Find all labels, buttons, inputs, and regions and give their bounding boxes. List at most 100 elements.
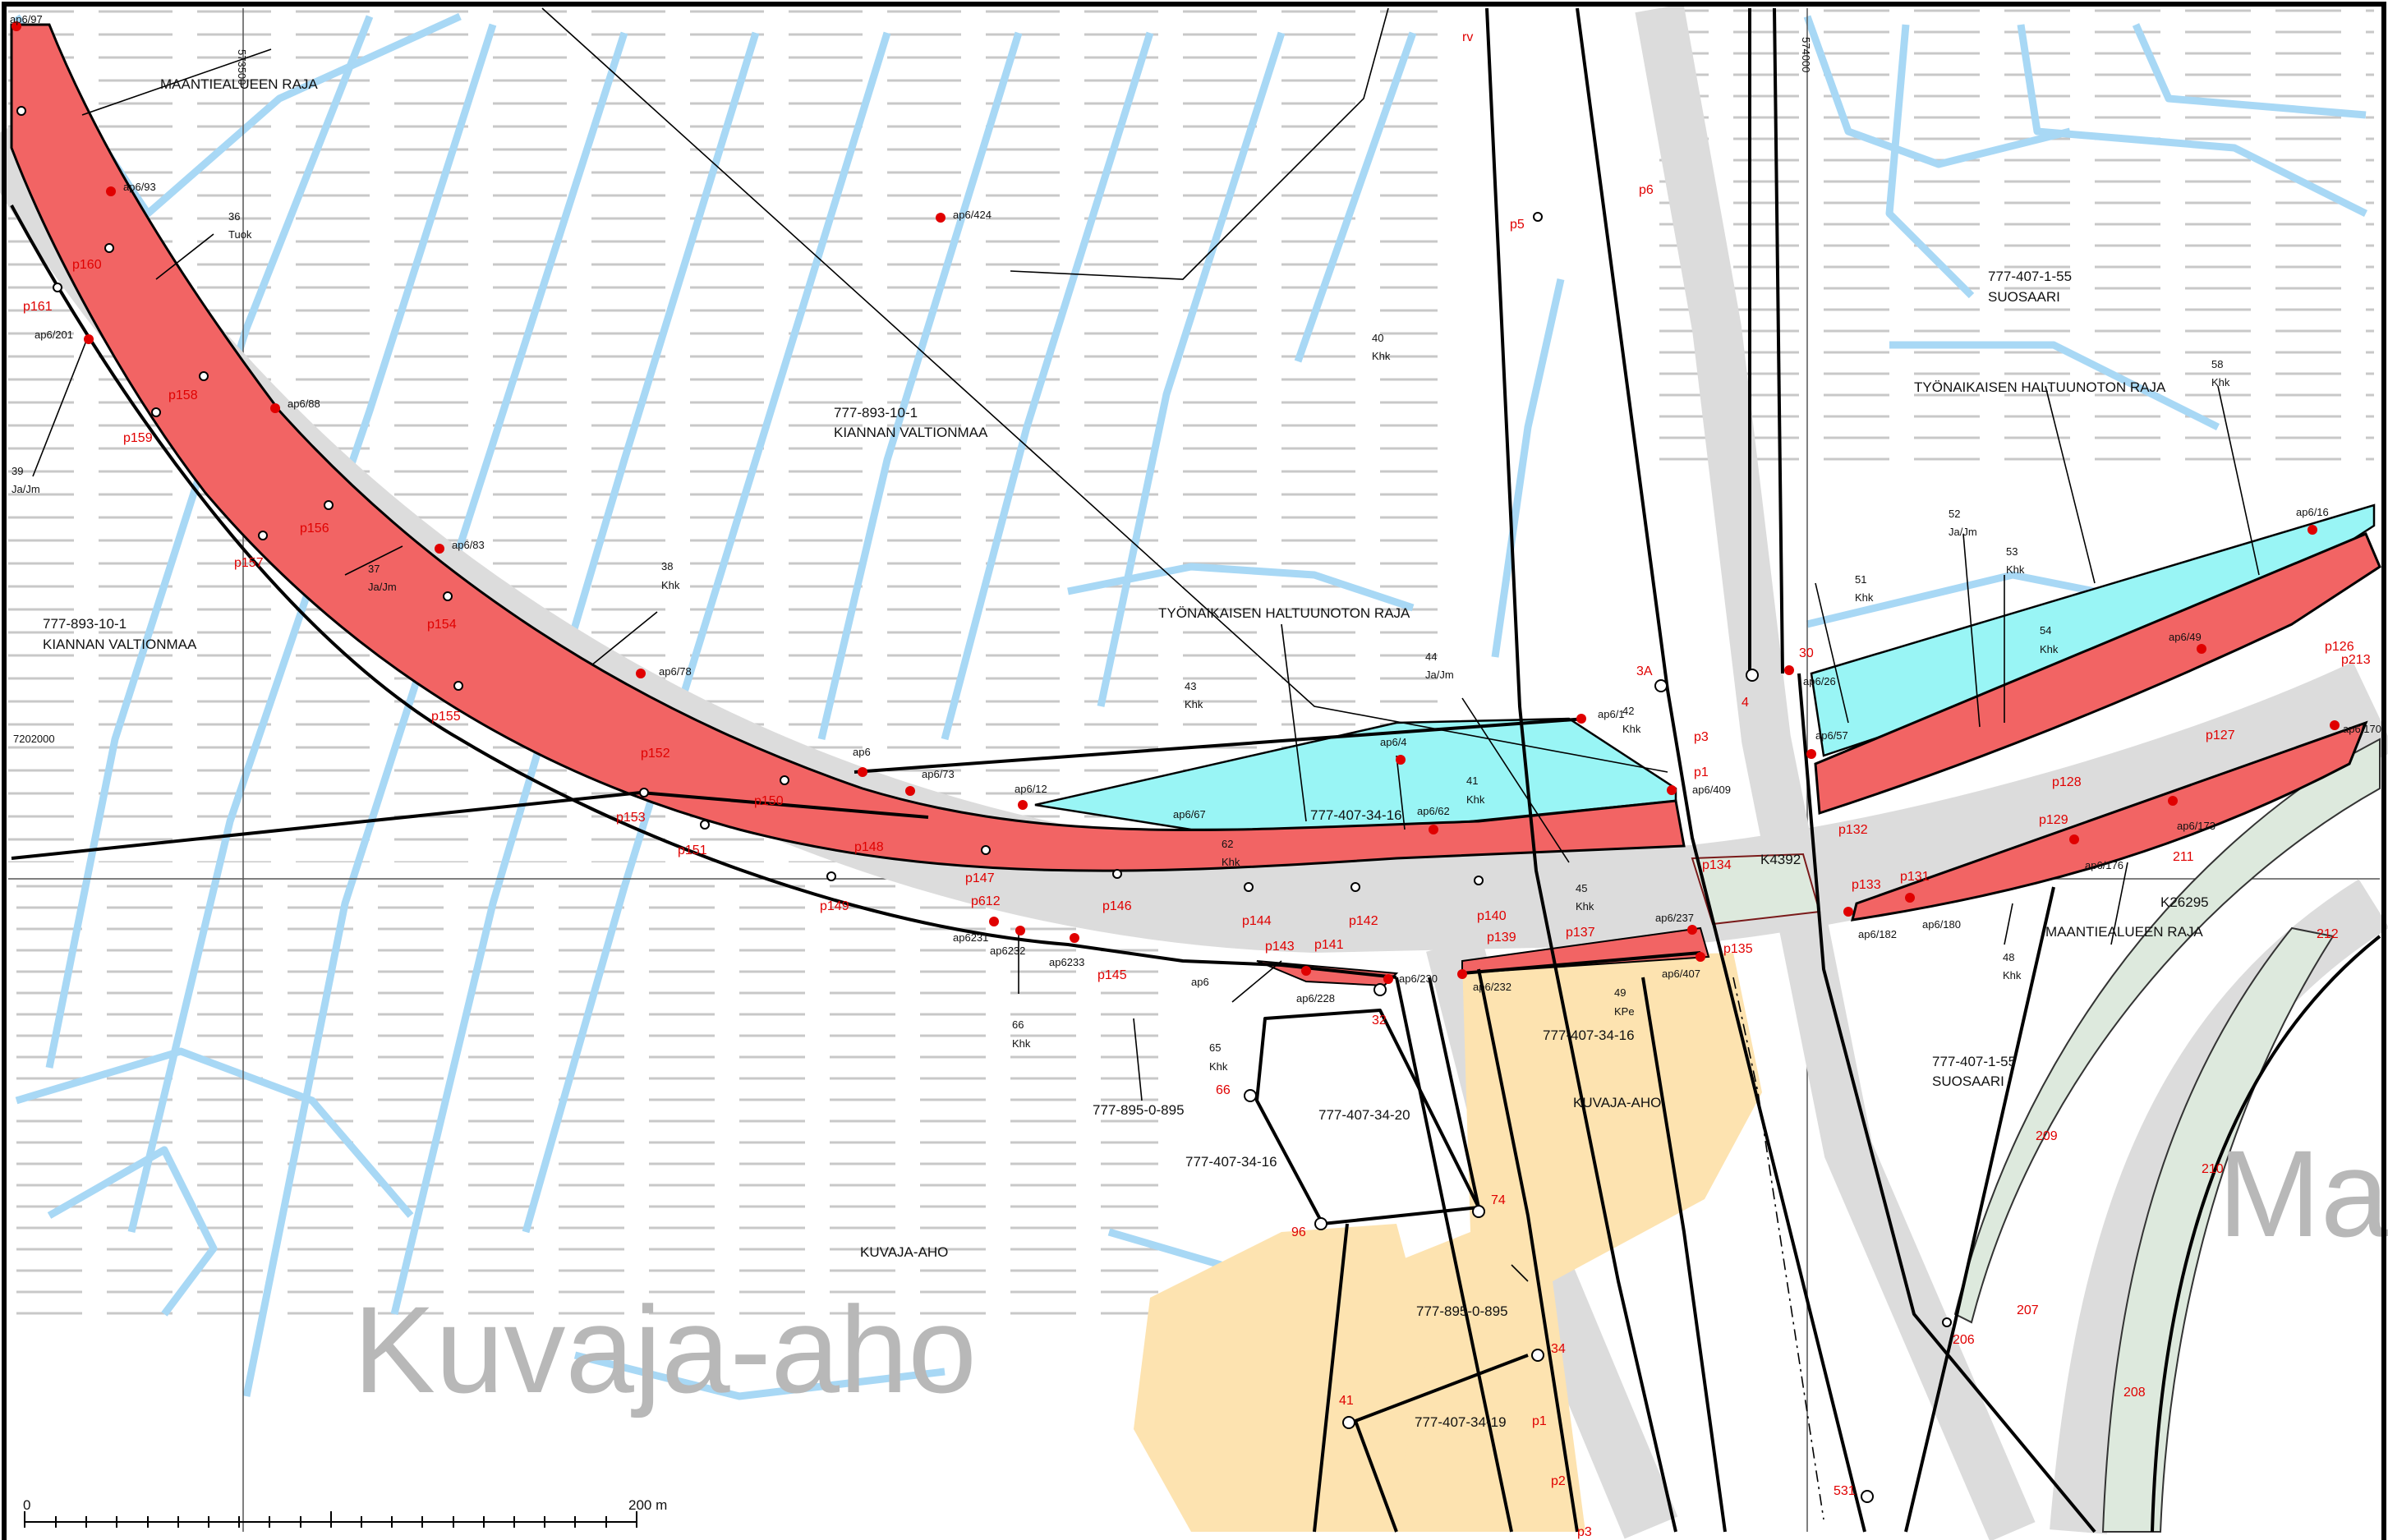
svg-text:62: 62: [1222, 838, 1233, 850]
svg-text:p128: p128: [2052, 775, 2082, 789]
svg-text:p133: p133: [1852, 878, 1881, 892]
label-kiannan-left-id: 777-893-10-1: [43, 616, 127, 632]
svg-text:207: 207: [2017, 1303, 2039, 1317]
wetland-strips: [1691, 738, 2381, 1533]
svg-text:ap6: ap6: [1191, 976, 1209, 988]
svg-text:Khk: Khk: [1466, 793, 1485, 806]
svg-text:ap6/16: ap6/16: [2296, 506, 2329, 518]
label-kuvaja-small-b: KUVAJA-AHO: [1573, 1095, 1661, 1110]
label-suosaari-top-name: SUOSAARI: [1988, 289, 2060, 305]
svg-text:211: 211: [2173, 850, 2194, 864]
svg-text:p132: p132: [1838, 823, 1868, 837]
svg-text:ap6/83: ap6/83: [452, 539, 485, 551]
svg-text:38: 38: [661, 560, 673, 572]
svg-text:ap6/1: ap6/1: [1598, 708, 1625, 720]
svg-text:66: 66: [1216, 1083, 1231, 1097]
svg-text:34: 34: [1551, 1342, 1566, 1356]
svg-text:ap6232: ap6232: [990, 945, 1025, 957]
label-suosaari-bottom-id: 777-407-1-55: [1932, 1054, 2016, 1069]
svg-text:58: 58: [2211, 358, 2223, 370]
svg-text:KPe: KPe: [1614, 1005, 1635, 1018]
svg-text:Khk: Khk: [1185, 698, 1203, 710]
label-suosaari-top-id: 777-407-1-55: [1988, 269, 2072, 284]
svg-text:4: 4: [1742, 696, 1749, 710]
svg-text:Ja/Jm: Ja/Jm: [1425, 669, 1454, 681]
label-maantiealueen-raja-top: MAANTIEALUEEN RAJA: [160, 76, 318, 92]
svg-text:208: 208: [2123, 1386, 2146, 1400]
svg-text:44: 44: [1425, 650, 1437, 663]
svg-text:Khk: Khk: [2211, 376, 2230, 388]
map-labels: MAANTIEALUEEN RAJA MAANTIEALUEEN RAJA TY…: [13, 37, 2209, 1430]
label-k26295: K26295: [2160, 894, 2209, 910]
svg-text:Khk: Khk: [2003, 969, 2022, 981]
svg-text:3A: 3A: [1636, 664, 1653, 678]
svg-text:ap6/57: ap6/57: [1815, 729, 1848, 742]
svg-text:p147: p147: [965, 871, 995, 885]
svg-text:p137: p137: [1566, 926, 1595, 940]
svg-text:65: 65: [1209, 1041, 1221, 1054]
svg-text:209: 209: [2036, 1129, 2058, 1143]
svg-text:48: 48: [2003, 951, 2014, 963]
svg-text:Ja/Jm: Ja/Jm: [1949, 526, 1977, 538]
svg-text:p140: p140: [1477, 909, 1507, 923]
svg-text:p155: p155: [431, 710, 461, 724]
svg-text:ap6/4: ap6/4: [1380, 736, 1407, 748]
boundary-lines: [10, 7, 2381, 1533]
label-haltuunotto-right: TYÖNAIKAISEN HALTUUNOTON RAJA: [1914, 379, 2166, 395]
svg-text:212: 212: [2317, 927, 2339, 941]
svg-text:53: 53: [2006, 545, 2018, 558]
hollow-points: [16, 106, 1952, 1503]
svg-text:Khk: Khk: [1209, 1060, 1228, 1073]
scale-zero-label: 0: [23, 1497, 30, 1513]
label-parcel-34-16-c: 777-407-34-16: [1185, 1154, 1277, 1170]
svg-text:ap6/73: ap6/73: [922, 768, 955, 780]
label-k4392: K4392: [1760, 852, 1801, 867]
svg-text:Khk: Khk: [1012, 1037, 1031, 1050]
svg-text:ap6/78: ap6/78: [659, 665, 692, 678]
svg-text:96: 96: [1291, 1225, 1306, 1239]
svg-text:54: 54: [2040, 624, 2051, 637]
svg-text:ap6/424: ap6/424: [953, 209, 992, 221]
svg-text:ap6/97: ap6/97: [10, 13, 43, 25]
label-kuvaja-small-a: KUVAJA-AHO: [860, 1244, 948, 1260]
svg-text:Khk: Khk: [1222, 856, 1240, 868]
svg-text:p6: p6: [1639, 183, 1654, 197]
svg-text:ap6/228: ap6/228: [1296, 992, 1335, 1004]
svg-text:43: 43: [1185, 680, 1196, 692]
label-haltuunotto-center: TYÖNAIKAISEN HALTUUNOTON RAJA: [1158, 605, 1410, 621]
svg-text:ap6/409: ap6/409: [1692, 784, 1731, 796]
svg-text:206: 206: [1953, 1333, 1975, 1347]
svg-text:66: 66: [1012, 1018, 1024, 1031]
svg-text:p5: p5: [1510, 218, 1525, 232]
svg-text:ap6/182: ap6/182: [1858, 928, 1897, 940]
svg-text:Khk: Khk: [2040, 643, 2059, 655]
plot-areas: [1134, 953, 1762, 1532]
svg-text:42: 42: [1622, 705, 1634, 717]
svg-text:ap6/88: ap6/88: [288, 398, 320, 410]
svg-text:ap6233: ap6233: [1049, 956, 1084, 968]
svg-text:ap6/232: ap6/232: [1473, 981, 1511, 993]
svg-text:Tuok: Tuok: [228, 228, 252, 241]
svg-text:p126: p126: [2325, 640, 2354, 654]
svg-text:41: 41: [1339, 1394, 1354, 1408]
svg-text:Ja/Jm: Ja/Jm: [12, 483, 40, 495]
svg-text:p151: p151: [678, 844, 707, 857]
svg-text:45: 45: [1576, 882, 1587, 894]
svg-text:Khk: Khk: [1855, 591, 1874, 604]
label-parcel-34-19: 777-407-34-19: [1415, 1414, 1507, 1430]
grid-label-x2: 574000: [1800, 37, 1812, 72]
svg-text:ap6/230: ap6/230: [1399, 972, 1438, 985]
place-name-kuvaja-aho-large: Kuvaja-aho: [353, 1280, 977, 1418]
svg-text:p153: p153: [616, 811, 646, 825]
svg-text:51: 51: [1855, 573, 1866, 586]
svg-text:p161: p161: [23, 300, 53, 314]
svg-text:39: 39: [12, 465, 23, 477]
svg-text:Khk: Khk: [1372, 350, 1391, 362]
label-kiannan-top-id: 777-893-10-1: [834, 405, 918, 421]
svg-text:p612: p612: [971, 894, 1001, 908]
svg-text:ap6: ap6: [853, 746, 871, 758]
svg-text:p134: p134: [1702, 858, 1732, 872]
svg-text:ap6/237: ap6/237: [1655, 912, 1694, 924]
